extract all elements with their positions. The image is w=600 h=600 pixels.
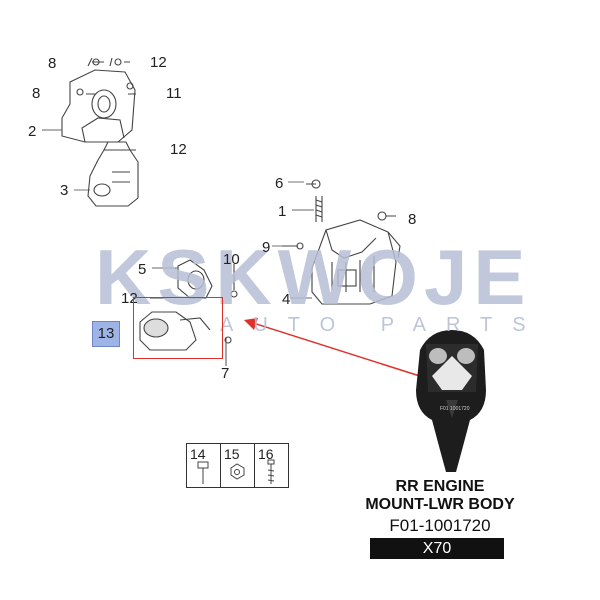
leader-lines [42,129,314,366]
callout-1: 1 [278,203,287,220]
product-name-line2: MOUNT-LWR BODY [365,496,515,513]
callout-12: 12 [150,54,167,71]
pointer-arrow [244,318,427,379]
product-photo [416,330,486,472]
watermark-tagline: AUTO PARTS [220,314,546,336]
photo-stamp: F01 1001720 [440,406,470,412]
callout-9: 9 [262,239,271,256]
callout-13-highlight: 13 [92,321,120,347]
callout-5: 5 [138,261,147,278]
nut-icon [230,463,245,480]
fastener-label: 15 [224,446,240,462]
fastener-cell-16: 16 [255,444,288,487]
product-name-line1: RR ENGINE [395,478,485,495]
callout-12: 12 [170,141,187,158]
callout-7: 7 [221,365,230,382]
callout-8: 8 [408,211,417,228]
main-engine-mount [311,219,401,305]
fastener-label: 14 [190,446,206,462]
lower-bracket [87,141,139,207]
rear-mount-lower-body [139,311,211,351]
callout-6: 6 [275,175,284,192]
highlight-box [133,297,223,359]
product-title-block: RR ENGINE MOUNT-LWR BODY F01-1001720 [340,478,540,536]
fastener-cell-15: 15 [221,444,255,487]
callout-8: 8 [32,85,41,102]
callout-2: 2 [28,123,37,140]
callout-11: 11 [166,85,182,102]
watermark-brand: KSKWOJE [95,233,532,321]
part-number: F01-1001720 [389,516,491,535]
callout-3: 3 [60,182,69,199]
upper-mount-bracket [61,57,136,143]
callout-8: 8 [48,55,57,72]
callout-10: 10 [223,251,240,268]
fastener-cell-14: 14 [187,444,221,487]
bolt-icon [197,461,209,484]
stud-bolt [315,196,323,222]
model-badge: X70 [370,538,504,559]
fastener-table: 14 15 16 [186,443,289,488]
stud-icon [267,459,275,484]
fastener-bolts [86,58,396,366]
callout-4: 4 [282,291,291,308]
fastener-label: 16 [258,446,274,462]
small-mount [177,259,213,299]
